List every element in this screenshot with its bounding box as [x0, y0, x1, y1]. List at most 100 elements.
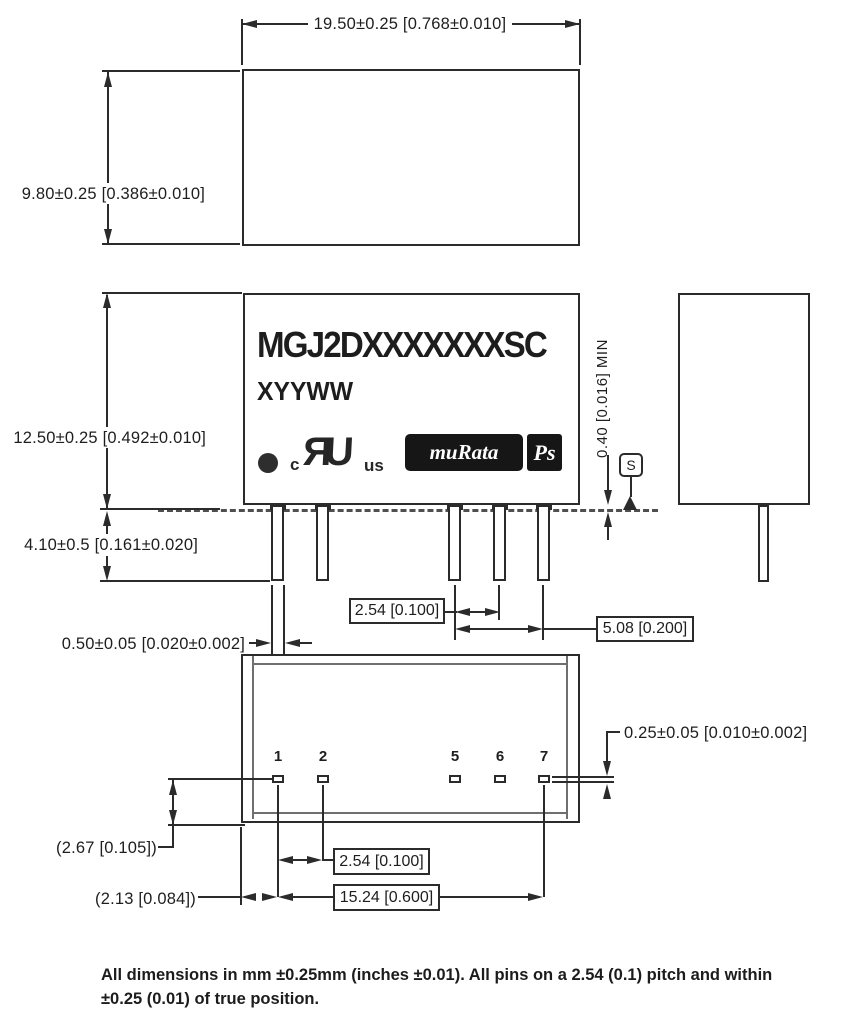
dim-line	[107, 72, 109, 183]
leader-line	[606, 731, 608, 761]
seating-plane-tick	[100, 508, 220, 510]
leader-line	[277, 785, 279, 897]
arrowhead	[169, 810, 177, 825]
top-view-depth-dim-label: 9.80±0.25 [0.386±0.010]	[21, 185, 205, 203]
dim-line	[607, 455, 609, 490]
pin-5-pad	[449, 775, 461, 783]
front-view-outline	[243, 293, 580, 505]
dim-line	[607, 527, 609, 540]
dim-line	[106, 524, 108, 534]
datum-triangle-icon	[623, 496, 637, 510]
arrowhead	[455, 625, 470, 633]
arrowhead	[262, 893, 277, 901]
leader-line	[322, 785, 324, 860]
arrowhead	[103, 494, 111, 509]
top-view-outline	[242, 69, 580, 246]
extension-line	[241, 19, 243, 65]
pin-number-label: 1	[273, 748, 283, 765]
arrowhead	[603, 784, 611, 799]
pin-6	[493, 505, 506, 581]
notes-line-2: ±0.25 (0.01) of true position.	[101, 990, 320, 1008]
pin-6-pad	[494, 775, 506, 783]
arrowhead	[278, 893, 293, 901]
datum-symbol-box: S	[619, 453, 643, 477]
pin-2	[316, 505, 329, 581]
dim-line	[290, 859, 310, 861]
date-code-marking: XYYWW	[257, 376, 354, 406]
arrowhead	[455, 608, 470, 616]
extension-line	[168, 778, 272, 780]
dim-line	[249, 642, 257, 644]
extension-line	[102, 292, 242, 294]
datum-label: S	[626, 457, 636, 473]
leader-line	[158, 846, 174, 848]
dim-line	[106, 448, 108, 509]
ul-mark-prefix: c	[290, 455, 300, 474]
leader-line	[172, 825, 174, 847]
arrowhead	[603, 761, 611, 776]
leader-line	[543, 628, 596, 630]
pin-length-dim-label: 4.10±0.5 [0.161±0.020]	[24, 536, 198, 554]
arrowhead	[169, 780, 177, 795]
ps-logo-text: Ps	[533, 439, 556, 465]
part-number-marking: MGJ2DXXXXXXXSC	[257, 324, 548, 365]
pin-1-pad	[272, 775, 284, 783]
extension-line	[579, 19, 581, 65]
arrowhead	[241, 893, 256, 901]
arrowhead	[104, 229, 112, 244]
side-view-pin	[758, 505, 769, 582]
dim-line	[322, 859, 333, 861]
arrowhead	[104, 72, 112, 87]
extension-line	[552, 776, 614, 778]
dim-line	[468, 611, 487, 613]
arrowhead	[242, 20, 257, 28]
extension-line	[552, 781, 614, 783]
murata-logo: muRata	[405, 434, 523, 471]
standoff-min-dim-label: 0.40 [0.016] MIN	[594, 339, 611, 458]
ul-mark-suffix: us	[364, 456, 384, 475]
pin-7	[537, 505, 550, 581]
leader-line	[606, 731, 620, 733]
pin-1	[271, 505, 284, 581]
arrowhead	[278, 856, 293, 864]
arrowhead	[528, 893, 543, 901]
leader-line	[543, 785, 545, 897]
dim-line	[443, 611, 457, 613]
murata-logo-text: muRata	[429, 440, 499, 464]
arrowhead	[285, 639, 300, 647]
dim-line	[300, 642, 312, 644]
pin-7-pad	[538, 775, 550, 783]
pin-number-label: 7	[539, 748, 549, 765]
arrowhead	[528, 625, 543, 633]
bottom-view-inner-line	[254, 663, 566, 665]
dim-line	[172, 780, 174, 825]
arrowhead	[604, 490, 612, 505]
pin-span-dim-box: 15.24 [0.600]	[333, 884, 440, 911]
pin-number-label: 6	[495, 748, 505, 765]
pin1-indicator-dot	[258, 453, 278, 473]
pin-5	[448, 505, 461, 581]
bottom-pitch-dim-label: 2.54 [0.100]	[339, 853, 424, 870]
seating-plane-line	[158, 509, 658, 512]
extension-line	[102, 70, 240, 72]
arrowhead	[604, 512, 612, 527]
span-dim-box: 5.08 [0.200]	[596, 616, 694, 642]
leader-line	[198, 896, 240, 898]
extension-line	[168, 824, 245, 826]
dim-line	[468, 628, 530, 630]
span-dim-label: 5.08 [0.200]	[602, 620, 688, 637]
dim-line	[107, 204, 109, 244]
notes-line-1: All dimensions in mm ±0.25mm (inches ±0.…	[101, 966, 773, 984]
pin-span-dim-label: 15.24 [0.600]	[339, 889, 434, 906]
pin1-edge-offset-dim-label: (2.13 [0.084])	[95, 890, 196, 908]
arrowhead	[103, 293, 111, 308]
arrowhead	[485, 608, 500, 616]
bottom-view-inner-line	[252, 656, 254, 819]
pin-number-label: 5	[450, 748, 460, 765]
top-view-width-dim-label: 19.50±0.25 [0.768±0.010]	[313, 15, 507, 33]
ps-logo: Ps	[527, 434, 562, 471]
dim-line	[106, 556, 108, 566]
dim-line	[106, 295, 108, 427]
pin-number-label: 2	[318, 748, 328, 765]
